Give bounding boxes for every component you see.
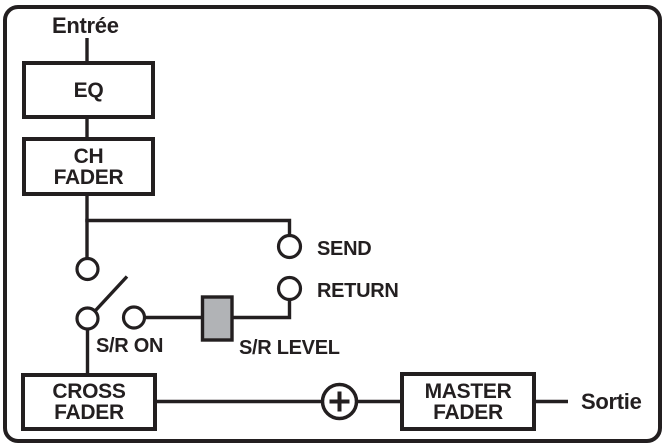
send-branch-line (85, 218, 292, 236)
block-eq: EQ (22, 61, 155, 119)
return-to-pot-line (232, 299, 292, 320)
block-cross-fader: CROSS FADER (21, 373, 157, 431)
block-master-fader: MASTER FADER (400, 372, 536, 431)
plus-icon (329, 391, 350, 412)
send-jack-icon (276, 233, 303, 260)
send-label: SEND (317, 238, 372, 260)
block-cross-fader-line2: FADER (54, 401, 124, 424)
input-label: Entrée (52, 13, 119, 38)
return-jack-icon (276, 275, 303, 302)
switch-contact-right-icon (121, 305, 147, 330)
block-ch-fader-line2: FADER (53, 165, 124, 189)
block-master-fader-line1: MASTER (424, 379, 512, 403)
diagram-border (3, 5, 662, 443)
block-ch-fader: CH FADER (22, 137, 155, 196)
output-label: Sortie (581, 389, 642, 414)
block-cross-fader-line1: CROSS (52, 380, 126, 403)
sr-on-label: S/R ON (96, 335, 164, 357)
block-master-fader-line2: FADER (433, 400, 503, 424)
block-ch-fader-line1: CH (73, 144, 104, 168)
switch-contact-top-icon (75, 256, 100, 282)
return-label: RETURN (317, 280, 399, 302)
switch-contact-bottom-icon (75, 306, 100, 331)
block-eq-label: EQ (73, 78, 104, 102)
sr-level-pot (200, 295, 234, 342)
switch-arm-line (94, 275, 129, 312)
sr-level-label: S/R LEVEL (239, 337, 340, 359)
